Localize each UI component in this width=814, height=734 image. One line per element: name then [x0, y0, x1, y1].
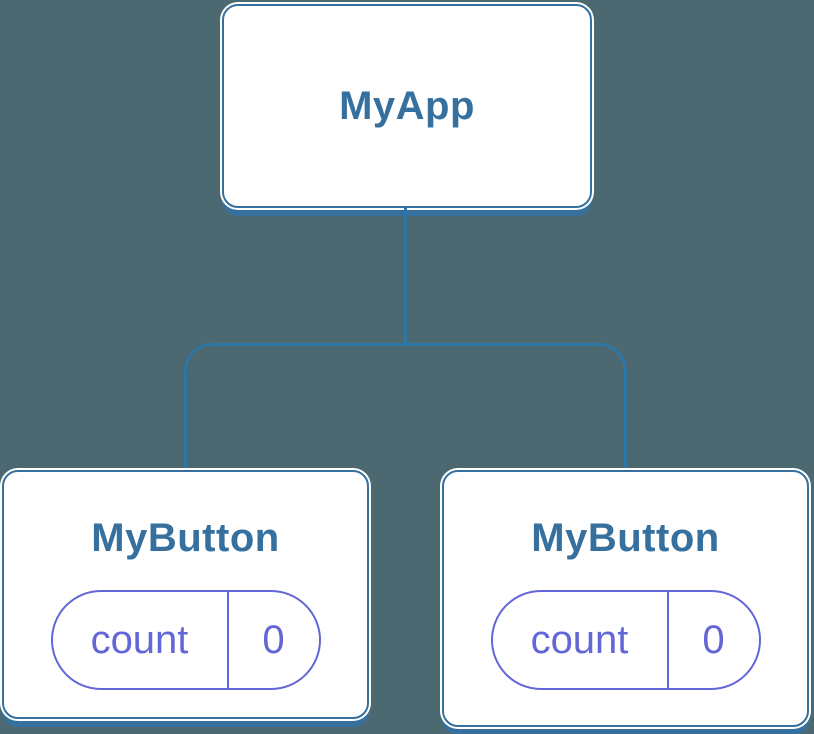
state-key-1: count [90, 617, 189, 662]
state-value-2: 0 [702, 617, 725, 662]
root-node-myapp: MyApp [222, 4, 592, 208]
root-connector-line [404, 206, 407, 345]
state-key-2: count [530, 617, 629, 662]
state-key-cell-1: count [53, 592, 229, 688]
child-node-mybutton-1: MyButton count 0 [2, 470, 369, 719]
state-key-cell-2: count [493, 592, 669, 688]
tree-bracket-line [184, 343, 627, 470]
root-node-label: MyApp [339, 84, 475, 128]
child-node-2-label: MyButton [531, 516, 720, 560]
child-node-mybutton-2: MyButton count 0 [442, 470, 809, 727]
child-node-1-label: MyButton [91, 516, 280, 560]
state-pill-2: count 0 [490, 590, 761, 690]
state-value-cell-2: 0 [669, 592, 759, 688]
state-value-cell-1: 0 [229, 592, 319, 688]
state-pill-1: count 0 [50, 590, 321, 690]
state-value-1: 0 [262, 617, 285, 662]
